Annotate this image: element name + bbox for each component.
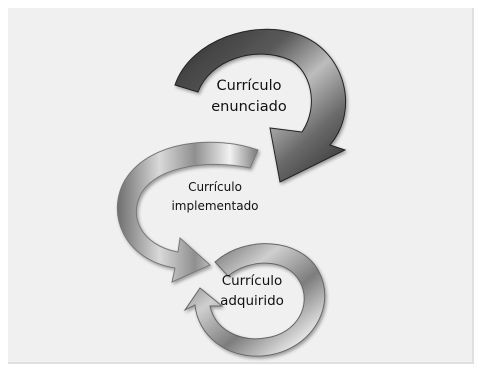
arrow-curriculum-implemented bbox=[116, 141, 259, 283]
label-curriculo-adquirido: Currículo adquirido bbox=[212, 272, 292, 311]
label-1-line-1: Currículo bbox=[216, 78, 282, 94]
arrow-curriculum-enunciated bbox=[174, 28, 347, 183]
label-2-line-1: Currículo bbox=[188, 180, 242, 194]
label-curriculo-implementado: Currículo implementado bbox=[160, 178, 270, 215]
arrow-curriculum-acquired bbox=[183, 243, 326, 357]
diagram-background bbox=[8, 8, 474, 364]
label-curriculo-enunciado: Currículo enunciado bbox=[204, 76, 294, 118]
label-3-line-1: Currículo bbox=[221, 273, 283, 289]
label-1-line-2: enunciado bbox=[211, 99, 287, 116]
label-3-line-2: adquirido bbox=[220, 292, 284, 309]
label-2-line-2: implementado bbox=[171, 198, 259, 213]
